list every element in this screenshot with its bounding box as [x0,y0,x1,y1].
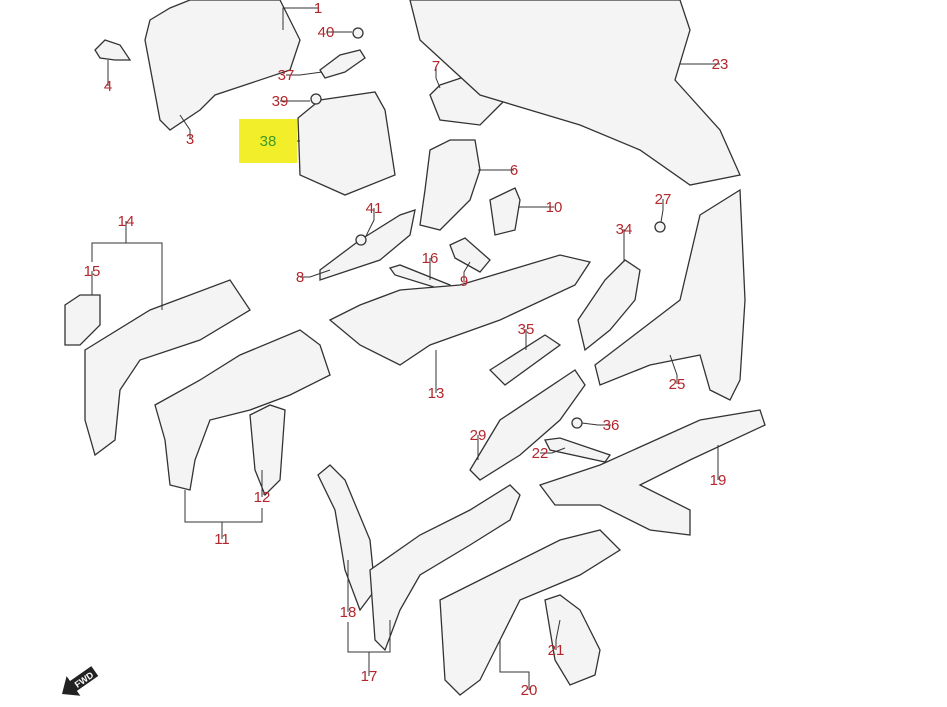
callout-23: 23 [712,56,729,73]
callout-6: 6 [510,162,518,179]
part-22 [544,437,612,463]
part-37 [319,49,366,79]
callout-29: 29 [470,427,487,444]
callout-22: 22 [532,445,549,462]
highlight-marker [239,119,297,163]
callout-38: 38 [260,133,277,150]
callout-4: 4 [104,78,112,95]
leader-line-7 [435,66,441,89]
part-25 [594,188,746,401]
callout-8: 8 [296,269,304,286]
part-15 [64,294,101,346]
part-35 [488,334,562,386]
callout-10: 10 [546,199,563,216]
callout-labels: 1 40 4 37 39 3 38 7 23 6 27 41 10 14 15 34 16 8 9 35 13 25 36 2… [84,0,729,699]
callout-20: 20 [521,682,538,699]
leader-lines [91,7,720,690]
leader-line-11 [221,508,263,539]
part-18 [317,464,376,612]
leader-line-41 [365,208,375,237]
callout-1: 1 [314,0,322,17]
leader-line-27 [660,199,664,223]
callout-7: 7 [432,58,440,75]
callout-40: 40 [318,24,335,41]
part-13 [328,254,592,366]
leader-line-36 [581,422,611,426]
callout-14: 14 [118,213,135,230]
part-34 [577,259,641,352]
part-29 [469,369,586,481]
leader-line-37 [286,71,323,76]
parts-layer [64,0,766,696]
callout-12: 12 [254,489,271,506]
callout-35: 35 [518,321,535,338]
callout-21: 21 [548,642,565,659]
part-11 [154,329,331,491]
leader-line-17 [368,620,391,676]
bolt-39-icon [310,93,322,105]
callout-34: 34 [616,221,633,238]
leader-line-25 [669,354,678,384]
callout-27: 27 [655,191,672,208]
part-38 [297,91,396,196]
callout-37: 37 [278,67,295,84]
callout-25: 25 [669,376,686,393]
part-12 [249,404,286,497]
callout-19: 19 [710,472,727,489]
leader-line-1 [282,7,318,30]
part-8 [319,209,416,281]
bolt-36-icon [571,417,583,429]
fwd-arrow-icon: FWD [62,666,99,696]
leader-line-21 [555,619,561,650]
part-17 [369,484,521,652]
callout-3: 3 [186,131,194,148]
callout-11: 11 [214,531,230,548]
part-4 [94,39,132,61]
leader-line-3 [179,114,191,139]
callout-39: 39 [272,93,289,110]
callout-15: 15 [84,263,101,280]
leader-line-9 [463,261,471,281]
callout-16: 16 [422,250,439,267]
leader-line-22 [540,447,566,454]
part-19 [538,409,766,536]
leader-line-8 [300,269,331,278]
bolt-27-icon [654,221,666,233]
callout-9: 9 [460,273,468,290]
leader-line-14 [125,221,163,310]
callout-41: 41 [366,200,383,217]
callout-36: 36 [603,417,620,434]
part-6 [419,139,481,231]
part-10 [489,187,521,236]
callout-18: 18 [340,604,357,621]
part-14 [84,279,251,457]
part-20 [439,529,622,696]
part-23 [409,0,741,186]
bolt-40-icon [352,27,364,39]
callout-17: 17 [361,668,378,685]
part-9 [449,237,491,273]
part-1 [144,0,301,131]
grommet-41-icon [355,234,367,246]
part-21 [544,594,601,686]
callout-13: 13 [428,385,445,402]
leader-line-20 [499,640,530,690]
